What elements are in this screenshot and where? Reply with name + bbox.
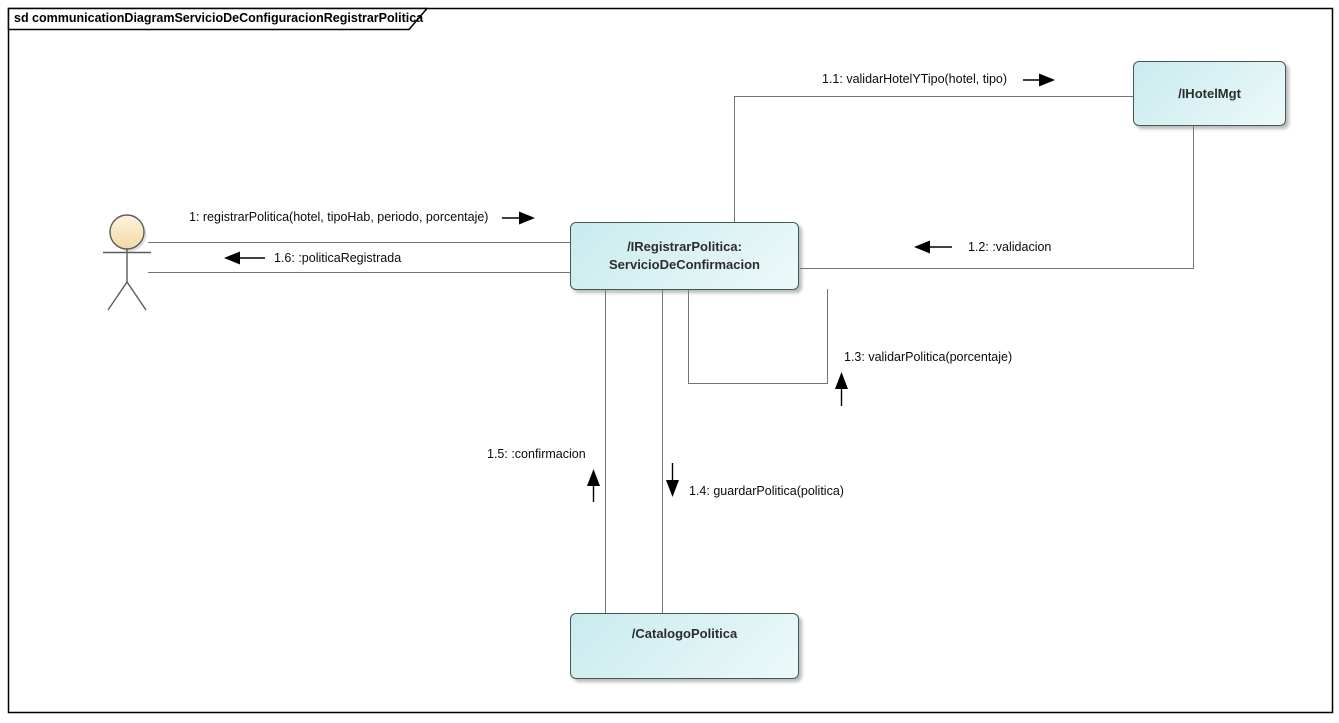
object-label-registrar-line2: ServicioDeConfirmacion: [609, 257, 760, 272]
message-label-1: 1: registrarPolitica(hotel, tipoHab, per…: [189, 210, 489, 224]
message-label-1-5: 1.5: :confirmacion: [487, 447, 586, 461]
object-label-ihotelmgt: /IHotelMgt: [1178, 85, 1241, 101]
diagram-frame-border: [7, 7, 1334, 714]
link-registrar-to-ihotelmgt: [734, 96, 1133, 222]
link-self-message-loop: [688, 289, 828, 384]
actor-left-leg: [107, 281, 128, 311]
message-label-1-1: 1.1: validarHotelYTipo(hotel, tipo): [822, 72, 1008, 86]
message-label-1-3: 1.3: validarPolitica(porcentaje): [844, 350, 1013, 364]
arrow-msg1-6-left: [224, 251, 265, 265]
arrow-msg1-3-up: [835, 372, 848, 406]
diagram-title: sd communicationDiagramServicioDeConfigu…: [14, 11, 424, 25]
message-label-1-4: 1.4: guardarPolitica(politica): [689, 484, 844, 498]
message-label-1-2: 1.2: :validacion: [968, 240, 1052, 254]
object-box-catalogo-politica[interactable]: /CatalogoPolitica: [570, 613, 799, 679]
arrow-msg1-1-right: [1023, 73, 1055, 87]
link-ihotelmgt-to-registrar: [800, 126, 1194, 269]
arrow-msg1-2-left: [914, 240, 952, 254]
arrow-msg1-4-down: [666, 463, 679, 497]
object-label-registrar-line1: /IRegistrarPolitica:: [627, 239, 742, 255]
arrow-msg1-5-up: [587, 469, 600, 502]
arrow-msg1-right: [502, 211, 535, 225]
actor-right-leg: [126, 281, 147, 311]
object-box-registrar-politica[interactable]: /IRegistrarPolitica: ServicioDeConfirmac…: [570, 222, 799, 290]
frame-title-tab: [7, 7, 429, 31]
object-box-ihotelmgt[interactable]: /IHotelMgt: [1133, 61, 1286, 126]
actor-icon[interactable]: [103, 214, 151, 311]
object-label-catalogo: /CatalogoPolitica: [631, 626, 738, 641]
actor-head: [109, 214, 145, 250]
message-label-1-6: 1.6: :politicaRegistrada: [274, 251, 402, 265]
